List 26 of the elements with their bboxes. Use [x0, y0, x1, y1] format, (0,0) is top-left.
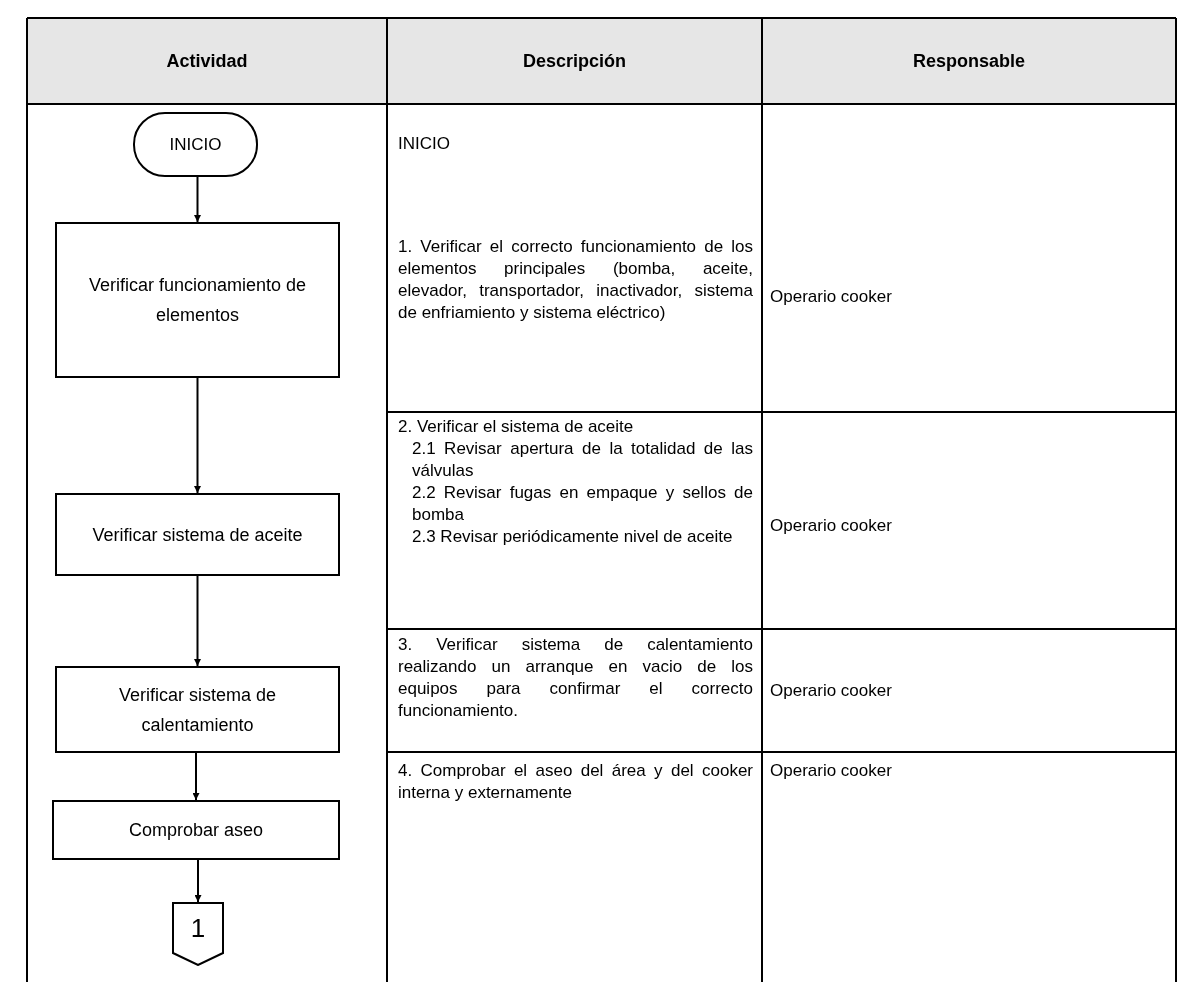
- arrow: [194, 859, 202, 903]
- process-box: Verificar funcionamiento de elementos: [55, 222, 340, 378]
- responsible-text: Operario cooker: [770, 760, 893, 782]
- description-text: 2.3 Revisar periódicamente nivel de aceite: [412, 526, 734, 548]
- description-text: INICIO: [398, 133, 451, 155]
- description-text: 3. Verificar sistema de calentamiento realizando un arranque en vacio de los equipos para confirmar el correcto funcionamiento.: [398, 634, 753, 722]
- responsible-text: Operario cooker: [770, 680, 893, 702]
- description-text: 2. Verificar el sistema de aceite: [398, 416, 635, 438]
- process-box: Verificar sistema de calentamiento: [55, 666, 340, 753]
- offpage-connector: 1: [172, 902, 224, 966]
- process-box: Verificar sistema de aceite: [55, 493, 340, 576]
- description-text: 2.2 Revisar fugas en empaque y sellos de bomba: [412, 482, 753, 526]
- description-text: 2.1 Revisar apertura de la totalidad de las válvulas: [412, 438, 753, 482]
- start-terminal: INICIO: [133, 112, 258, 177]
- responsible-text: Operario cooker: [770, 515, 893, 537]
- description-text: 4. Comprobar el aseo del área y del cooker interna y externamente: [398, 760, 753, 804]
- responsible-text: Operario cooker: [770, 286, 893, 308]
- description-text: 1. Verificar el correcto funcionamiento de los elementos principales (bomba, aceite, elevador, transportador, inactivador, sistema de enfriamiento y sistema eléctrico): [398, 236, 753, 324]
- column-header: Descripción: [521, 50, 627, 72]
- arrow: [194, 176, 201, 223]
- column-header: Actividad: [165, 50, 249, 72]
- arrow: [192, 752, 200, 801]
- arrow: [194, 377, 201, 494]
- arrow: [194, 575, 201, 667]
- process-box: Comprobar aseo: [52, 800, 340, 860]
- column-header: Responsable: [911, 50, 1026, 72]
